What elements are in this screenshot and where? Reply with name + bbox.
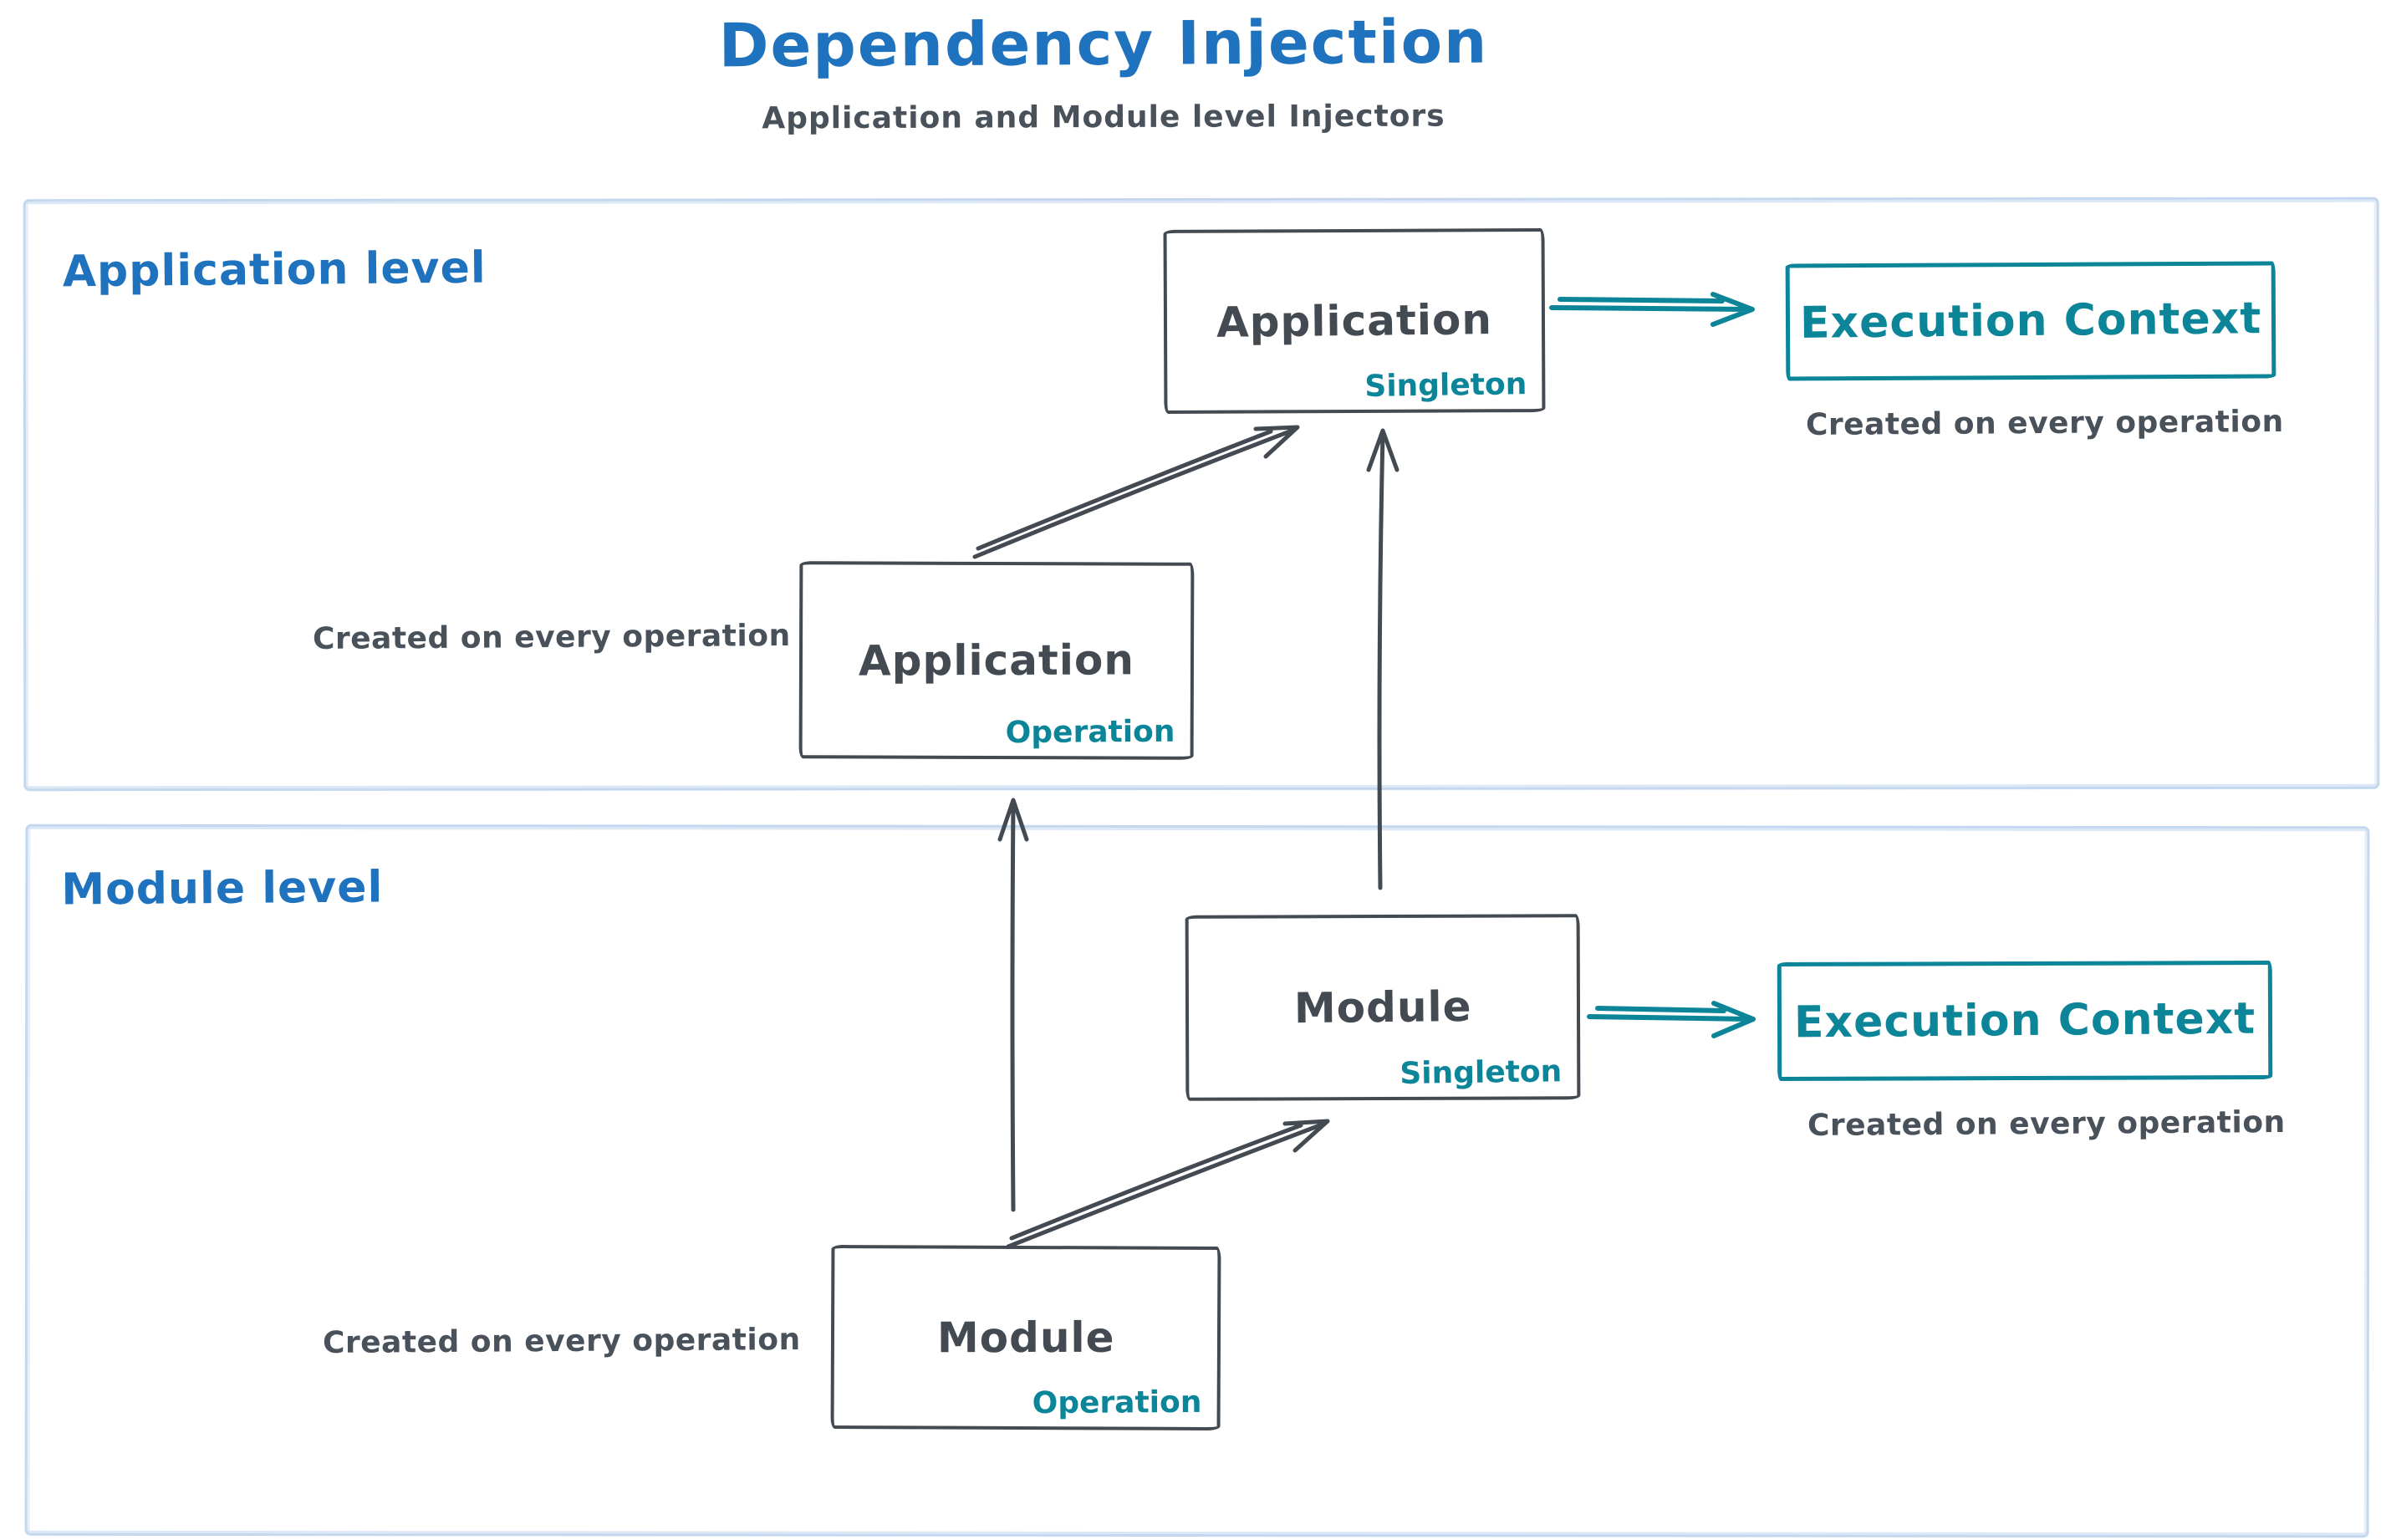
application-execution-context-box: Execution Context xyxy=(1785,261,2276,381)
diagram-header: Dependency Injection Application and Mod… xyxy=(0,7,2207,136)
module-execution-caption: Created on every operation xyxy=(1807,1105,2286,1143)
diagram-title: Dependency Injection xyxy=(718,6,1489,81)
application-operation-tag: Operation xyxy=(1005,714,1175,751)
module-singleton-tag: Singleton xyxy=(1399,1054,1563,1091)
module-singleton-box: Module Singleton xyxy=(1185,914,1581,1101)
application-singleton-tag: Singleton xyxy=(1364,367,1527,404)
module-operation-title: Module xyxy=(936,1313,1115,1363)
module-level-label: Module level xyxy=(61,862,384,915)
module-operation-tag: Operation xyxy=(1032,1384,1202,1421)
module-operation-box: Module Operation xyxy=(830,1244,1221,1431)
application-execution-caption: Created on every operation xyxy=(1805,405,2284,442)
application-singleton-box: Application Singleton xyxy=(1163,228,1546,414)
application-operation-caption: Created on every operation xyxy=(312,619,791,656)
application-execution-context-title: Execution Context xyxy=(1799,293,2262,349)
module-operation-caption: Created on every operation xyxy=(322,1323,801,1360)
module-singleton-title: Module xyxy=(1293,982,1472,1033)
application-operation-title: Application xyxy=(858,635,1135,686)
diagram-subtitle: Application and Module level Injectors xyxy=(762,99,1445,136)
application-singleton-title: Application xyxy=(1216,295,1493,347)
module-execution-context-title: Execution Context xyxy=(1793,993,2256,1048)
module-execution-context-box: Execution Context xyxy=(1777,960,2273,1082)
application-operation-box: Application Operation xyxy=(798,561,1195,760)
application-level-label: Application level xyxy=(62,242,487,298)
